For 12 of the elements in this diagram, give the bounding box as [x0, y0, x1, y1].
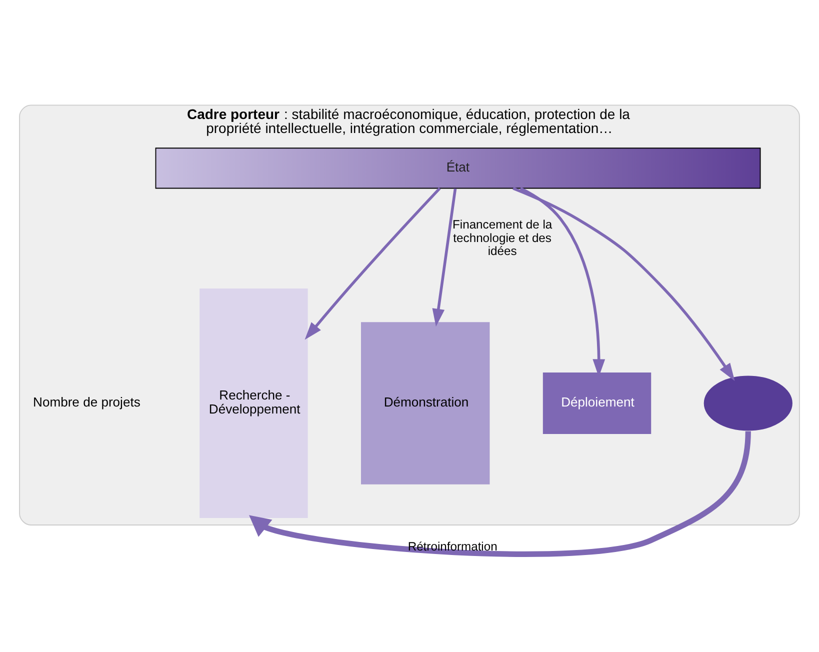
node-ellipse	[704, 376, 792, 431]
arrow	[432, 188, 457, 327]
node-box: Démonstration	[360, 322, 490, 484]
label: Nombre de projets	[33, 394, 140, 410]
arrow	[512, 187, 735, 381]
node-box: État	[155, 148, 761, 189]
arrow	[249, 431, 751, 557]
node-box: Déploiement	[542, 372, 652, 434]
node-box: Recherche - Développement	[200, 288, 308, 518]
arrow	[304, 187, 441, 340]
edge-label: Rétroinformation	[408, 540, 498, 554]
edge-label: Financement de la technologie et des idées	[452, 218, 552, 258]
